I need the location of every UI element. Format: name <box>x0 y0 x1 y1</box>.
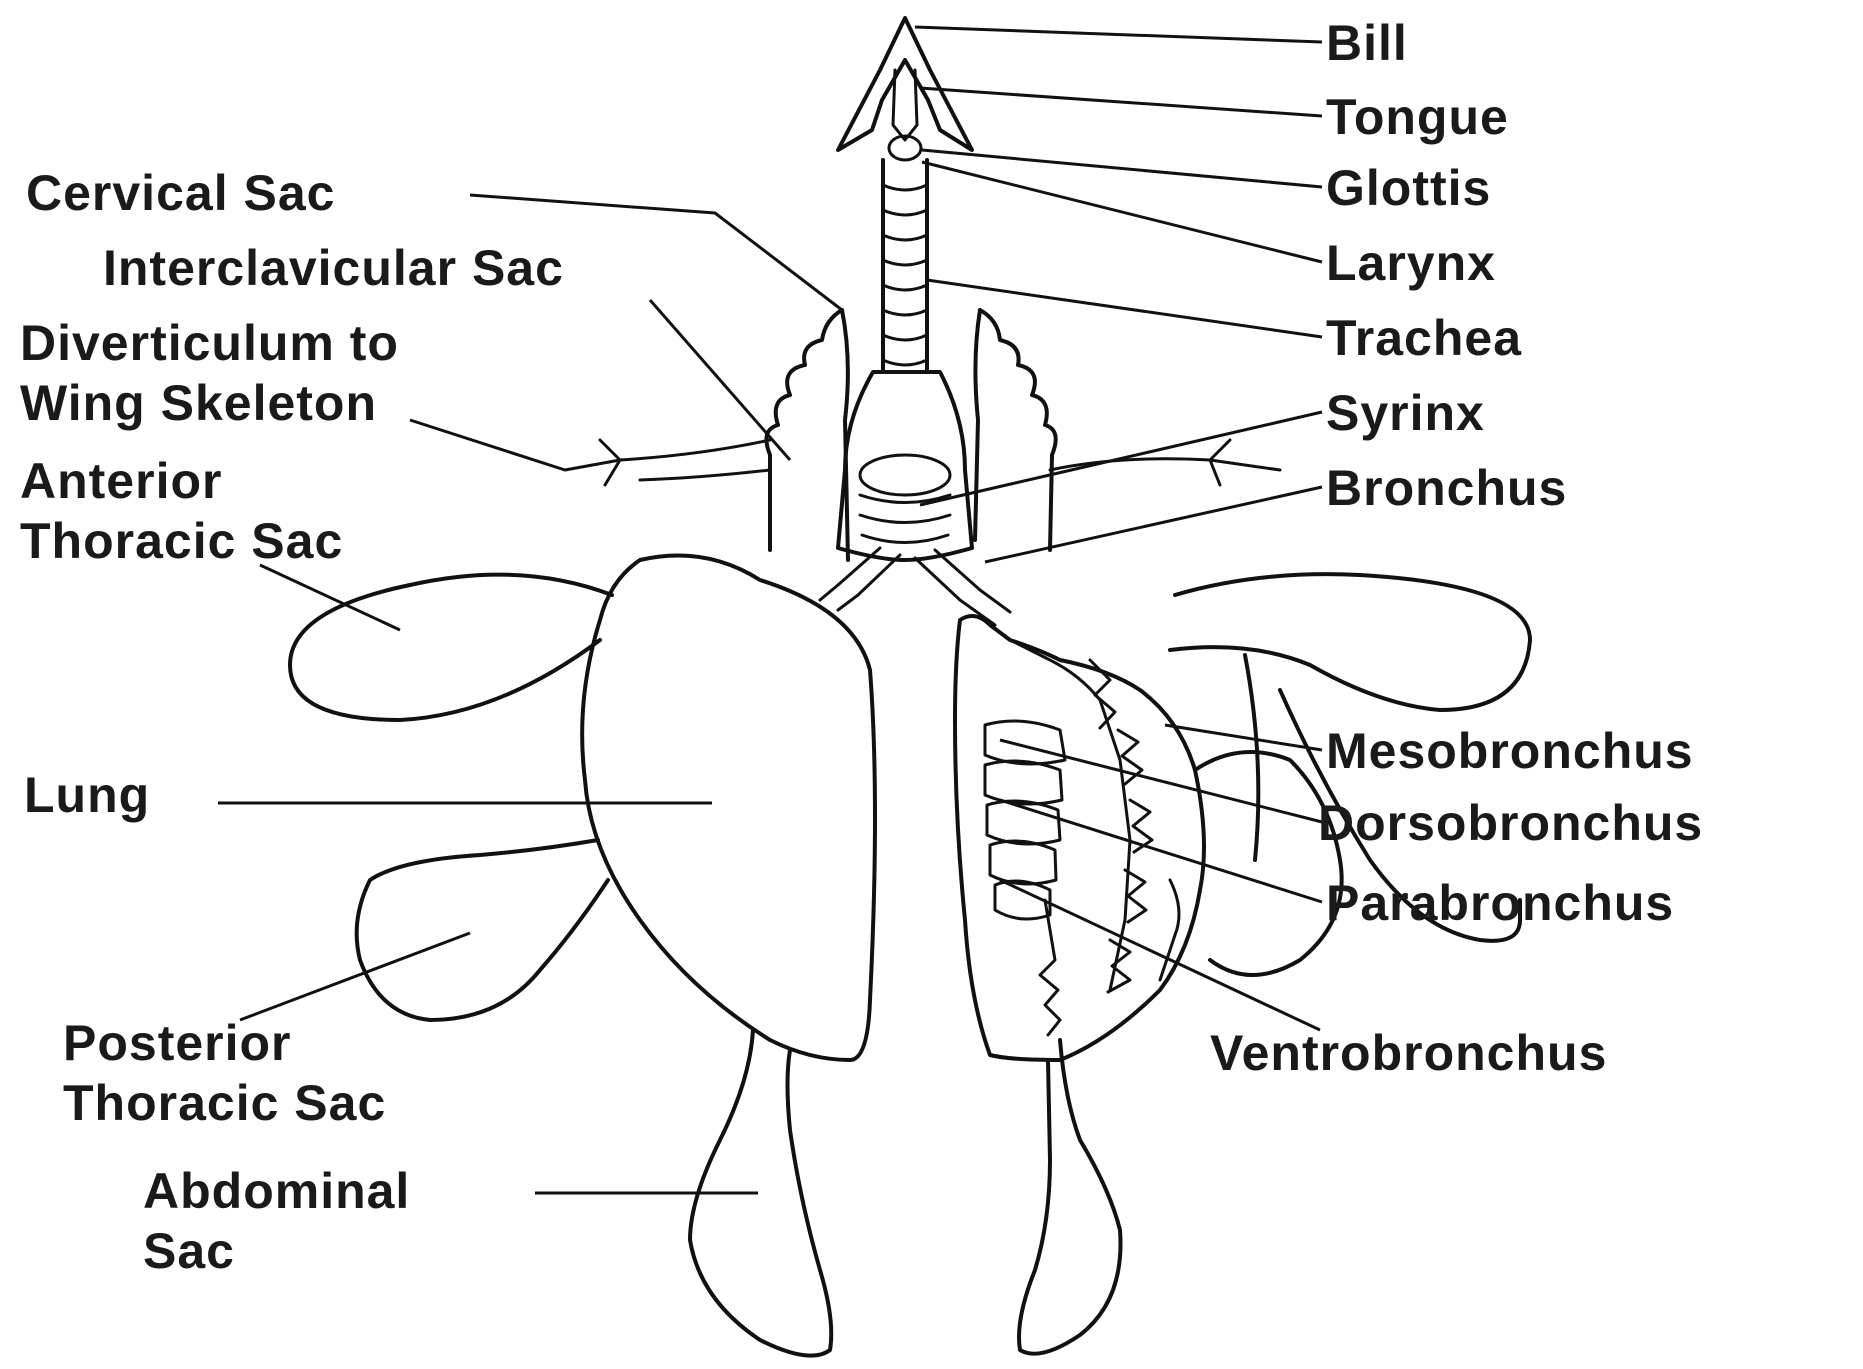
label-diverticulum-line1: Diverticulum to <box>20 315 399 371</box>
leader-interclavicular-sac <box>650 300 790 460</box>
label-abdominal-line2: Sac <box>143 1223 235 1279</box>
syrinx-shape <box>860 455 950 543</box>
right-abdominal-sac-shape <box>1019 1040 1121 1354</box>
label-larynx: Larynx <box>1326 235 1496 291</box>
label-cervical-sac: Cervical Sac <box>26 165 335 221</box>
left-anterior-thoracic-sac-shape <box>290 575 612 720</box>
label-abdominal-line1: Abdominal <box>143 1163 410 1219</box>
leader-bill <box>915 27 1322 42</box>
trachea-rings <box>883 185 927 365</box>
leader-tongue <box>920 88 1322 116</box>
label-anterior-thoracic-line2: Thoracic Sac <box>20 513 343 569</box>
right-thoracic-sac-shape <box>1195 752 1342 975</box>
leader-dorsobronchus <box>1000 740 1322 822</box>
leader-bronchus <box>985 487 1322 562</box>
left-cervical-sac-shape <box>766 310 848 560</box>
wing-diverticulum-shape <box>565 440 770 485</box>
label-glottis: Glottis <box>1326 160 1491 216</box>
right-wing-diverticulum-shape <box>1050 440 1280 485</box>
leader-lines <box>218 27 1322 1193</box>
label-parabronchus: Parabronchus <box>1326 875 1674 931</box>
chest-cavity-shape <box>838 372 972 560</box>
label-anterior-thoracic-line1: Anterior <box>20 453 222 509</box>
tongue-shape <box>893 70 917 140</box>
label-diverticulum-line2: Wing Skeleton <box>20 375 377 431</box>
right-bronchus-shape <box>915 550 1010 625</box>
leader-glottis <box>922 150 1322 187</box>
label-trachea: Trachea <box>1326 310 1522 366</box>
label-bronchus: Bronchus <box>1326 460 1567 516</box>
label-ventrobronchus: Ventrobronchus <box>1210 1025 1607 1081</box>
leader-posterior-thoracic-sac <box>240 933 470 1020</box>
leader-syrinx <box>920 412 1322 505</box>
leader-larynx <box>922 162 1322 262</box>
label-bill: Bill <box>1326 15 1408 71</box>
right-cervical-sac-shape <box>975 310 1056 550</box>
anatomy-drawing <box>290 18 1530 1356</box>
label-syrinx: Syrinx <box>1326 385 1485 441</box>
leader-anterior-thoracic-sac <box>260 565 400 630</box>
leader-trachea <box>927 280 1322 337</box>
left-posterior-thoracic-sac-shape <box>357 840 608 1020</box>
leader-diverticulum <box>410 420 565 470</box>
label-posterior-thoracic-line1: Posterior <box>63 1015 292 1071</box>
label-mesobronchus: Mesobronchus <box>1326 723 1694 779</box>
bill-shape <box>838 18 972 150</box>
label-interclavicular-sac: Interclavicular Sac <box>103 240 564 296</box>
leader-parabronchus <box>1000 800 1322 902</box>
label-posterior-thoracic-line2: Thoracic Sac <box>63 1075 386 1131</box>
label-tongue: Tongue <box>1326 89 1509 145</box>
left-lung-shape <box>582 556 875 1061</box>
label-dorsobronchus: Dorsobronchus <box>1318 795 1703 851</box>
right-anterior-thoracic-sac-shape <box>1170 574 1530 710</box>
label-lung: Lung <box>24 767 150 823</box>
